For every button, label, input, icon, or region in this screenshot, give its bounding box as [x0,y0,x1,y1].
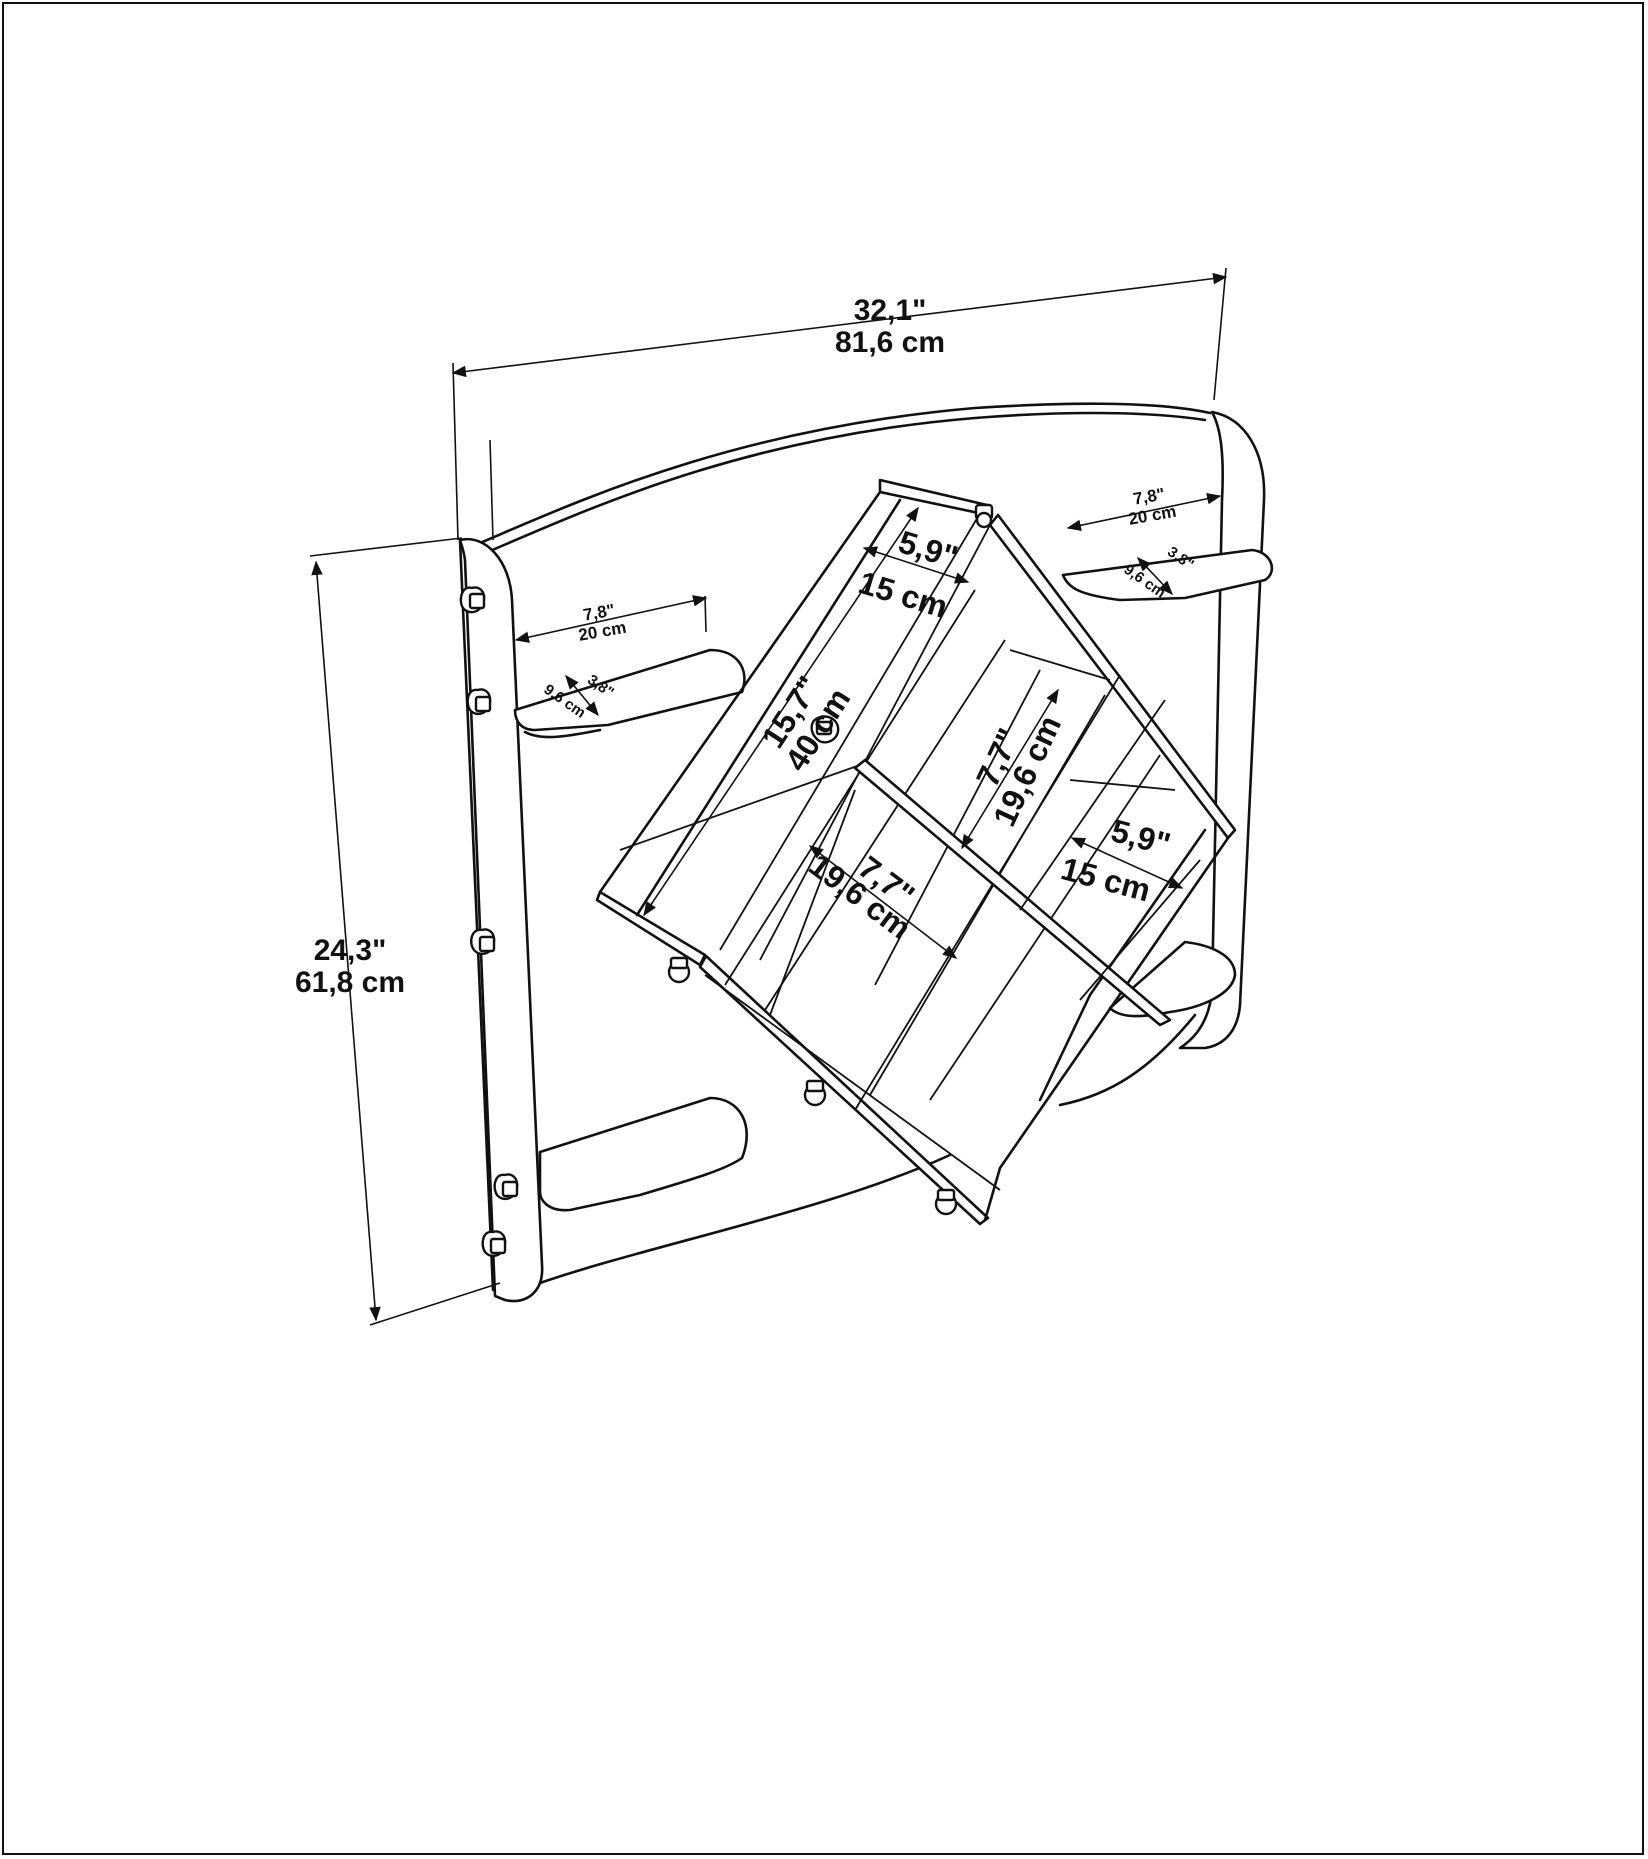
cube-peg-5 [934,1188,958,1216]
back-panel [466,402,1212,1285]
peg-4 [493,1173,519,1201]
dimension-lines [309,267,1228,1326]
left-upright-board [458,537,544,1303]
cube-depth-top-cm: 15 cm [855,564,952,625]
peg-5 [481,1230,507,1258]
cube-peg-1 [974,503,994,529]
cube-depth-top-inch: 5,9" [894,524,962,576]
total-height-inch-label: 24,3" [314,934,387,967]
cube-peg-4 [803,1079,827,1107]
peg-3 [470,928,496,956]
cube-depth-right-inch: 5,9" [1107,812,1174,862]
left-pegs [459,586,519,1258]
peg-2 [466,688,492,716]
total-width-inch-label: 32,1" [854,294,927,327]
dimension-labels: 32,1" 81,6 cm 24,3" 61,8 cm 7,8" 20 cm 3… [295,294,1197,999]
peg-1 [459,586,486,614]
cube-peg-3 [667,956,691,984]
total-height-cm-label: 61,8 cm [295,966,405,999]
total-width-cm-label: 81,6 cm [835,326,945,359]
cube-depth-right-cm: 15 cm [1057,850,1154,908]
bottom-left-shelf [538,1096,748,1212]
